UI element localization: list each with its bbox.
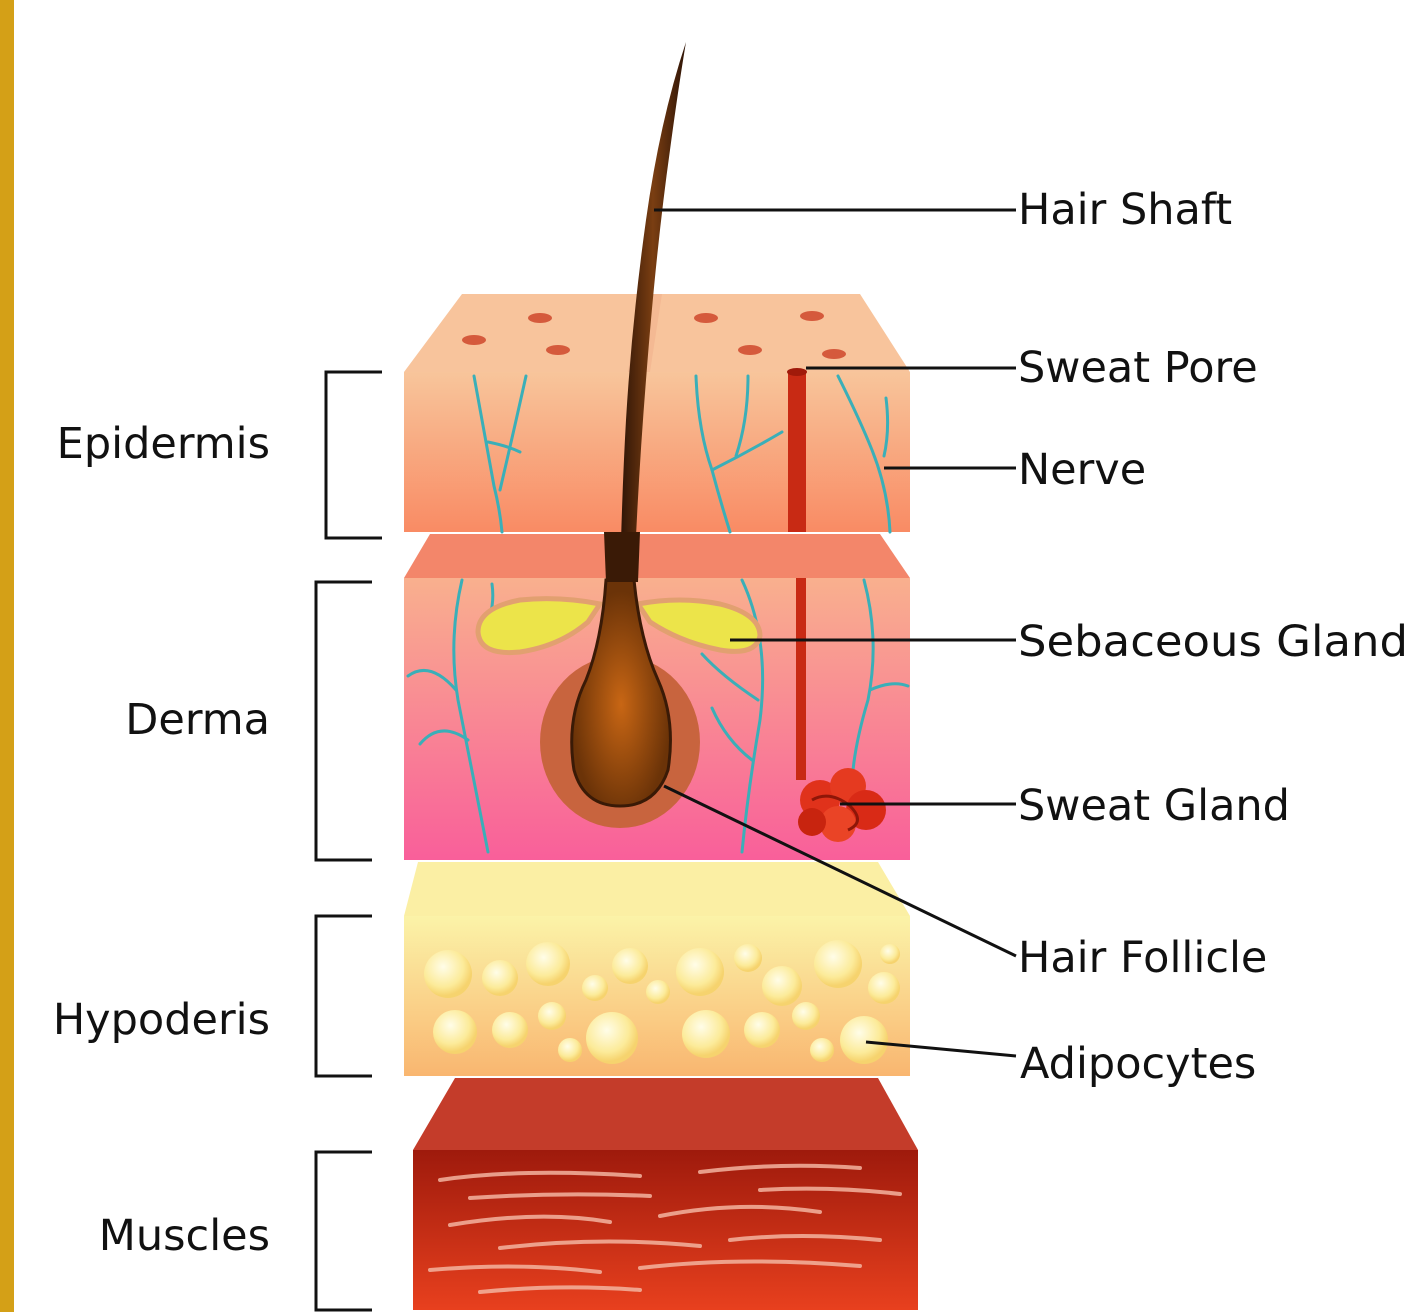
muscle-layer — [413, 1078, 918, 1310]
derma-bracket — [316, 582, 372, 860]
hypodermis-bracket — [316, 916, 372, 1076]
label-sweat-gland: Sweat Gland — [1018, 781, 1290, 831]
layer-brackets — [316, 372, 382, 1310]
muscles-bracket — [316, 1152, 372, 1310]
label-muscles: Muscles — [99, 1211, 270, 1261]
label-epidermis: Epidermis — [57, 419, 270, 469]
label-derma: Derma — [125, 695, 270, 745]
label-sebaceous-gland: Sebaceous Gland — [1018, 617, 1408, 667]
epidermis-bracket — [326, 372, 382, 538]
hypodermis-layer — [404, 862, 910, 1076]
label-nerve: Nerve — [1018, 445, 1146, 495]
epidermis-layer — [404, 294, 910, 532]
left-border — [0, 0, 14, 1312]
label-hair-follicle: Hair Follicle — [1018, 933, 1267, 983]
label-adipocytes: Adipocytes — [1020, 1039, 1256, 1089]
label-hypoderis: Hypoderis — [53, 995, 270, 1045]
label-sweat-pore: Sweat Pore — [1018, 343, 1258, 393]
derma-layer — [404, 534, 910, 860]
label-hair-shaft: Hair Shaft — [1018, 185, 1232, 235]
